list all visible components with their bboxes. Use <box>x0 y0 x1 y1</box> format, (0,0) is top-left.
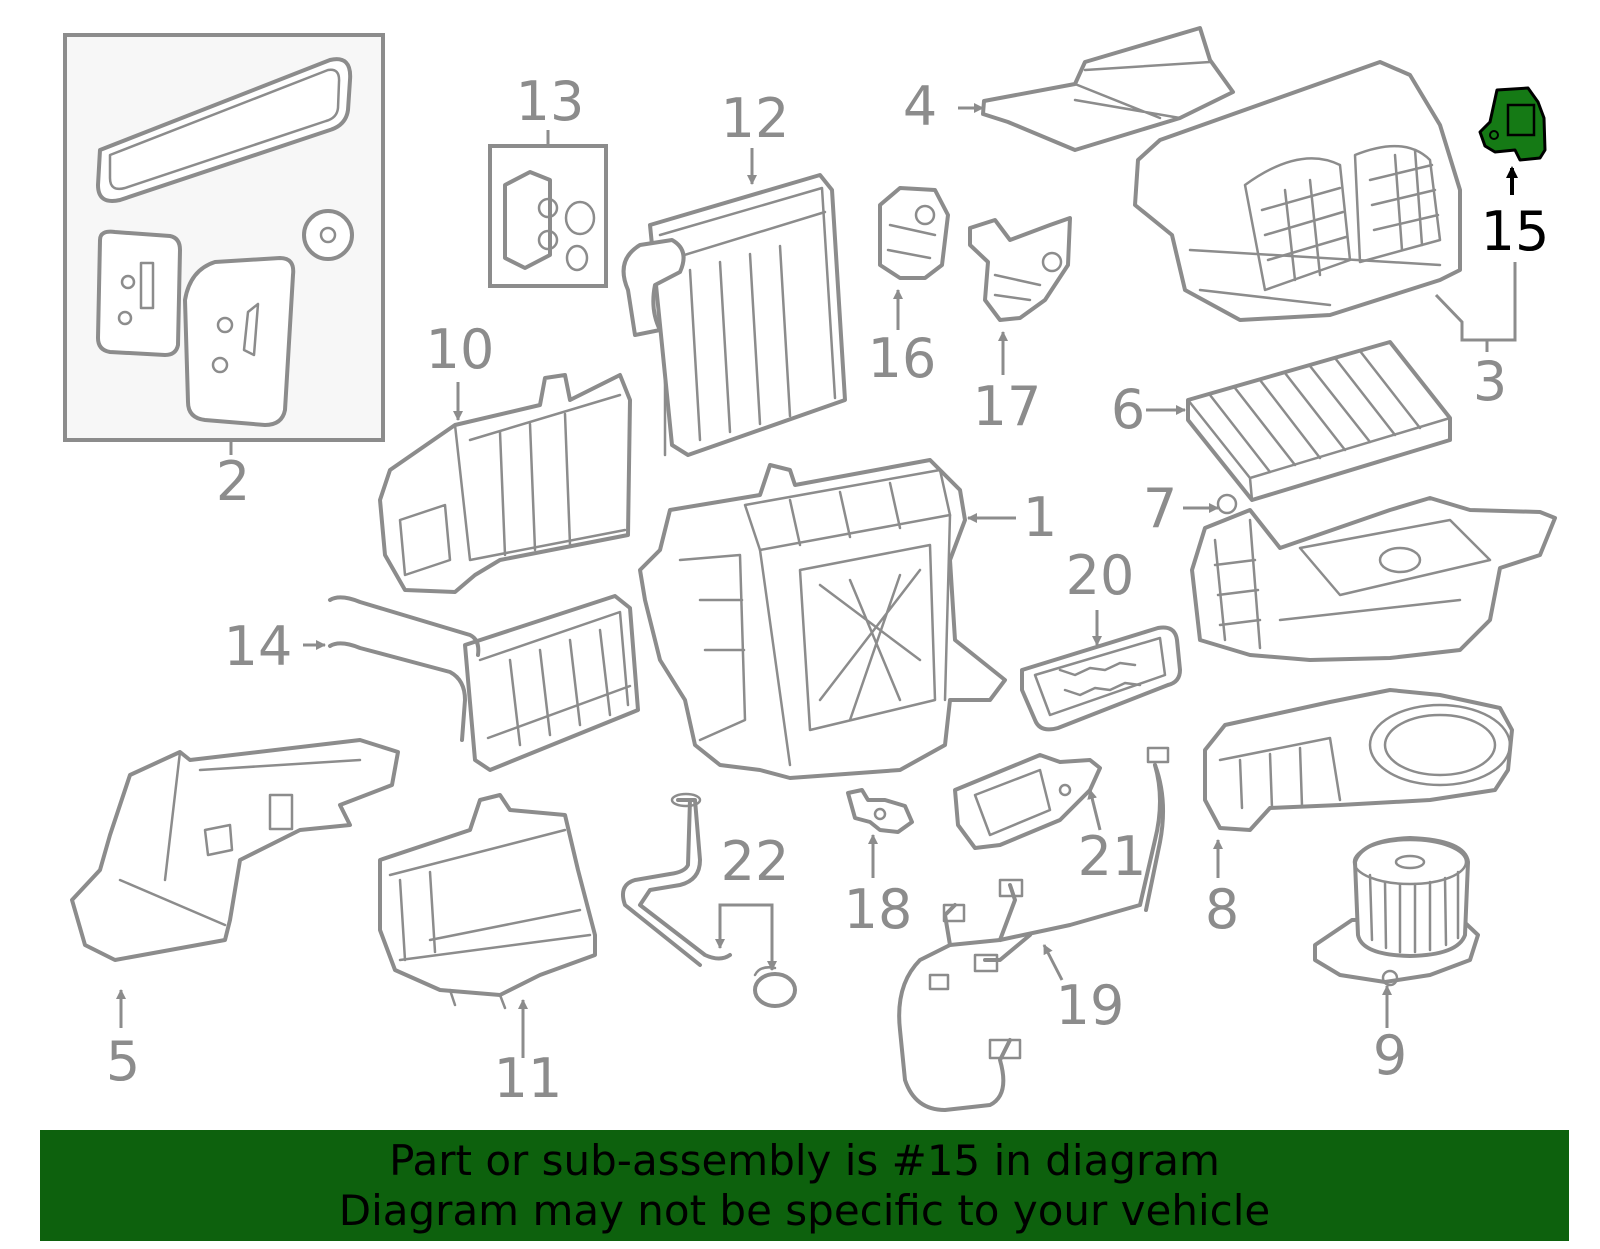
part-3-blower-case[interactable] <box>1133 60 1462 322</box>
part-15-actuator-highlighted[interactable] <box>1478 86 1547 162</box>
part-10-case-section[interactable] <box>378 373 632 594</box>
part-6-cabin-filter[interactable] <box>1186 340 1452 502</box>
info-banner: Part or sub-assembly is #15 in diagram D… <box>40 1130 1569 1241</box>
callout-2: 2 <box>216 450 250 513</box>
callout-19: 19 <box>1056 974 1125 1037</box>
part-1-hvac-case[interactable] <box>638 458 1007 780</box>
part-14-heater-core[interactable] <box>328 594 640 772</box>
banner-line-disclaimer: Diagram may not be specific to your vehi… <box>338 1185 1271 1235</box>
callout-15: 15 <box>1481 200 1550 263</box>
callout-13: 13 <box>516 70 585 133</box>
callout-8: 8 <box>1205 878 1239 941</box>
part-5-duct[interactable] <box>70 738 400 962</box>
callout-6: 6 <box>1111 378 1145 441</box>
part-17-actuator[interactable] <box>968 216 1072 322</box>
callout-11: 11 <box>494 1047 563 1110</box>
callout-22: 22 <box>721 830 790 893</box>
callout-9: 9 <box>1373 1024 1407 1087</box>
callout-16: 16 <box>868 327 937 390</box>
part-18-sensor[interactable] <box>846 788 914 834</box>
callout-12: 12 <box>721 87 790 150</box>
part-16-actuator[interactable] <box>878 186 950 280</box>
part-12-evaporator[interactable] <box>621 173 847 457</box>
callout-4: 4 <box>903 75 937 138</box>
callout-17: 17 <box>973 375 1042 438</box>
part-20-screen[interactable] <box>1020 625 1182 732</box>
part-22-drain-hose[interactable] <box>621 792 797 1008</box>
callout-3: 3 <box>1473 350 1507 413</box>
callout-20: 20 <box>1066 544 1135 607</box>
banner-line-part: Part or sub-assembly is #15 in diagram <box>389 1135 1220 1185</box>
callout-7: 7 <box>1143 477 1177 540</box>
part-9-blower-motor[interactable] <box>1313 836 1480 987</box>
callout-1: 1 <box>1023 486 1057 549</box>
callout-21: 21 <box>1078 825 1147 888</box>
part-4-duct-cover[interactable] <box>981 26 1235 152</box>
part-11-lower-duct[interactable] <box>378 793 597 1010</box>
callout-5: 5 <box>106 1030 140 1093</box>
callout-10: 10 <box>426 318 495 381</box>
part-19-wire-harness[interactable] <box>897 746 1170 1112</box>
callout-18: 18 <box>844 878 913 941</box>
part-13-expansion-valve[interactable] <box>488 144 608 288</box>
part-21-control-module[interactable] <box>953 753 1102 850</box>
part-2-seal-kit[interactable] <box>63 33 385 442</box>
part-7-lower-case[interactable] <box>1190 493 1557 662</box>
part-8-blower-housing[interactable] <box>1203 688 1514 832</box>
callout-14: 14 <box>224 615 293 678</box>
